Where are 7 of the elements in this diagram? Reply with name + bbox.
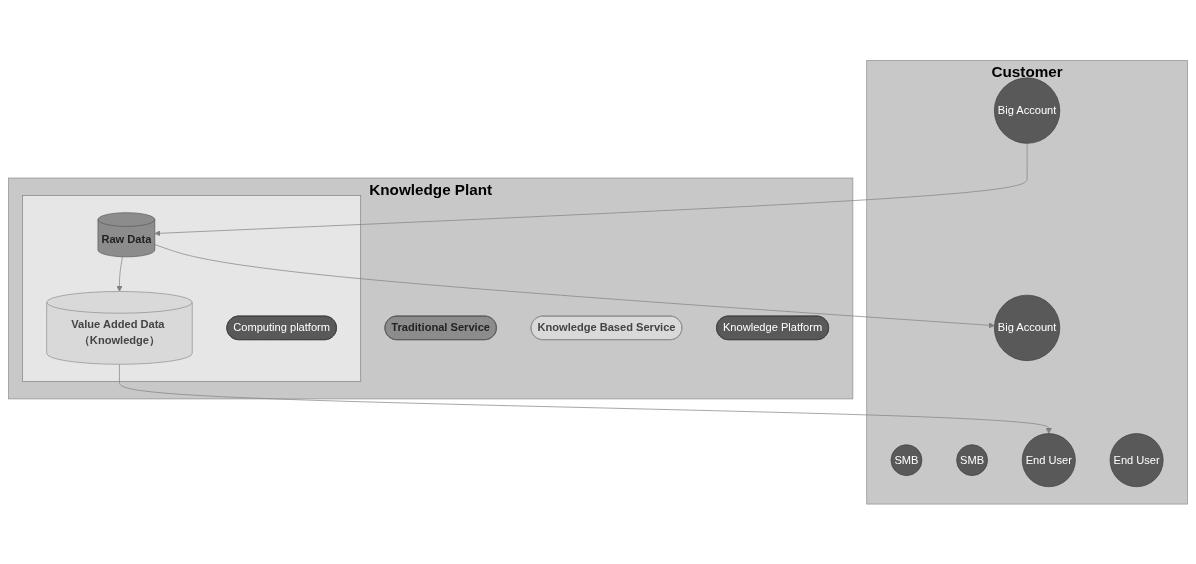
node-circle: End User <box>1021 432 1076 487</box>
node-circle: Big Account <box>994 294 1061 361</box>
node-circle: SMB <box>890 444 923 476</box>
node-circle: End User <box>1109 432 1164 487</box>
node-circle: Big Account <box>994 77 1061 144</box>
cluster <box>22 194 362 382</box>
node-circle: SMB <box>956 444 988 476</box>
